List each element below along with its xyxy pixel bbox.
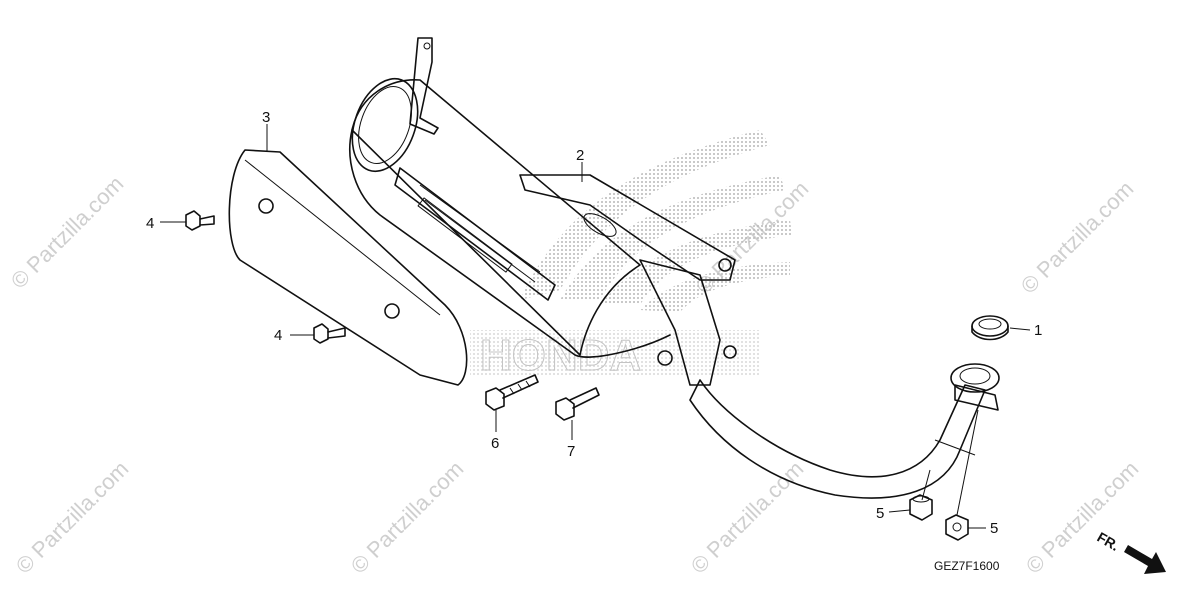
bolt-7 — [555, 387, 600, 421]
muffler-protector — [228, 149, 468, 386]
callout-3: 3 — [262, 109, 270, 126]
watermark-text: © Partzilla.com — [686, 456, 809, 579]
callout-1: 1 — [1034, 322, 1042, 339]
nut-5-left — [909, 494, 933, 521]
muffler-body — [349, 37, 737, 386]
callout-2: 2 — [576, 147, 584, 164]
exhaust-pipe — [689, 363, 1000, 499]
honda-wing-logo: HONDA — [470, 130, 792, 381]
front-direction-indicator: FR. — [1095, 529, 1166, 574]
watermark-text: © Partzilla.com — [1021, 456, 1144, 579]
callout-5-left: 5 — [876, 505, 884, 522]
callouts: 1 2 3 4 4 5 5 6 7 — [146, 109, 1042, 537]
callout-6: 6 — [491, 435, 499, 452]
bolt-4-lower — [313, 323, 346, 344]
drawing-code: GEZ7F1600 — [934, 559, 1000, 573]
callout-5-right: 5 — [990, 520, 998, 537]
bolt-6 — [485, 374, 539, 411]
watermark-text: © Partzilla.com — [11, 456, 134, 579]
nut-5-right — [945, 514, 969, 541]
direction-arrow-icon — [1124, 545, 1166, 574]
callout-4-lower: 4 — [274, 327, 282, 344]
watermark-text: © Partzilla.com — [346, 456, 469, 579]
gasket-part — [971, 315, 1009, 341]
watermark-text: © Partzilla.com — [6, 171, 129, 294]
watermark-text: © Partzilla.com — [1016, 176, 1139, 299]
logo-text: HONDA — [480, 331, 641, 380]
front-label: FR. — [1095, 529, 1123, 554]
bolt-4-upper — [185, 210, 215, 231]
callout-7: 7 — [567, 443, 575, 460]
leader-lines — [160, 124, 1031, 529]
callout-4-upper: 4 — [146, 215, 154, 232]
